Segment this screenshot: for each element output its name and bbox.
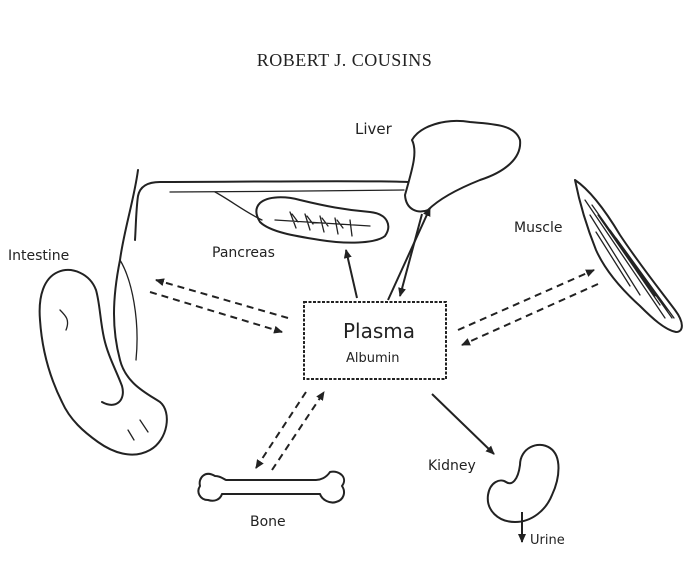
kidney-shape (488, 445, 559, 522)
kidney-label: Kidney (428, 458, 476, 474)
urine-label: Urine (530, 533, 565, 548)
bile-duct-inner (170, 190, 404, 192)
plasma-subtitle: Albumin (346, 351, 400, 366)
pancreas-label: Pancreas (212, 245, 275, 261)
arrow-liver-to-plasma (400, 214, 422, 296)
liver-label: Liver (355, 120, 393, 138)
liver-shape (405, 121, 520, 211)
pancreas-duct-tree (275, 212, 370, 236)
intestine-inner (60, 260, 148, 440)
intestine-label: Intestine (8, 248, 69, 264)
muscle-label: Muscle (514, 220, 562, 236)
arrow-plasma-to-kidney (432, 394, 494, 454)
arrow-plasma-to-muscle (458, 270, 594, 330)
plasma-title: Plasma (343, 319, 415, 343)
pancreatic-duct (215, 192, 262, 220)
arrow-muscle-to-plasma (462, 284, 598, 345)
arrow-plasma-to-pancreas (346, 250, 357, 298)
bone-shape (198, 472, 344, 503)
intestine-shape (40, 170, 167, 455)
bone-label: Bone (250, 514, 286, 530)
muscle-fibers (585, 200, 674, 318)
arrow-plasma-to-liver (388, 208, 430, 300)
